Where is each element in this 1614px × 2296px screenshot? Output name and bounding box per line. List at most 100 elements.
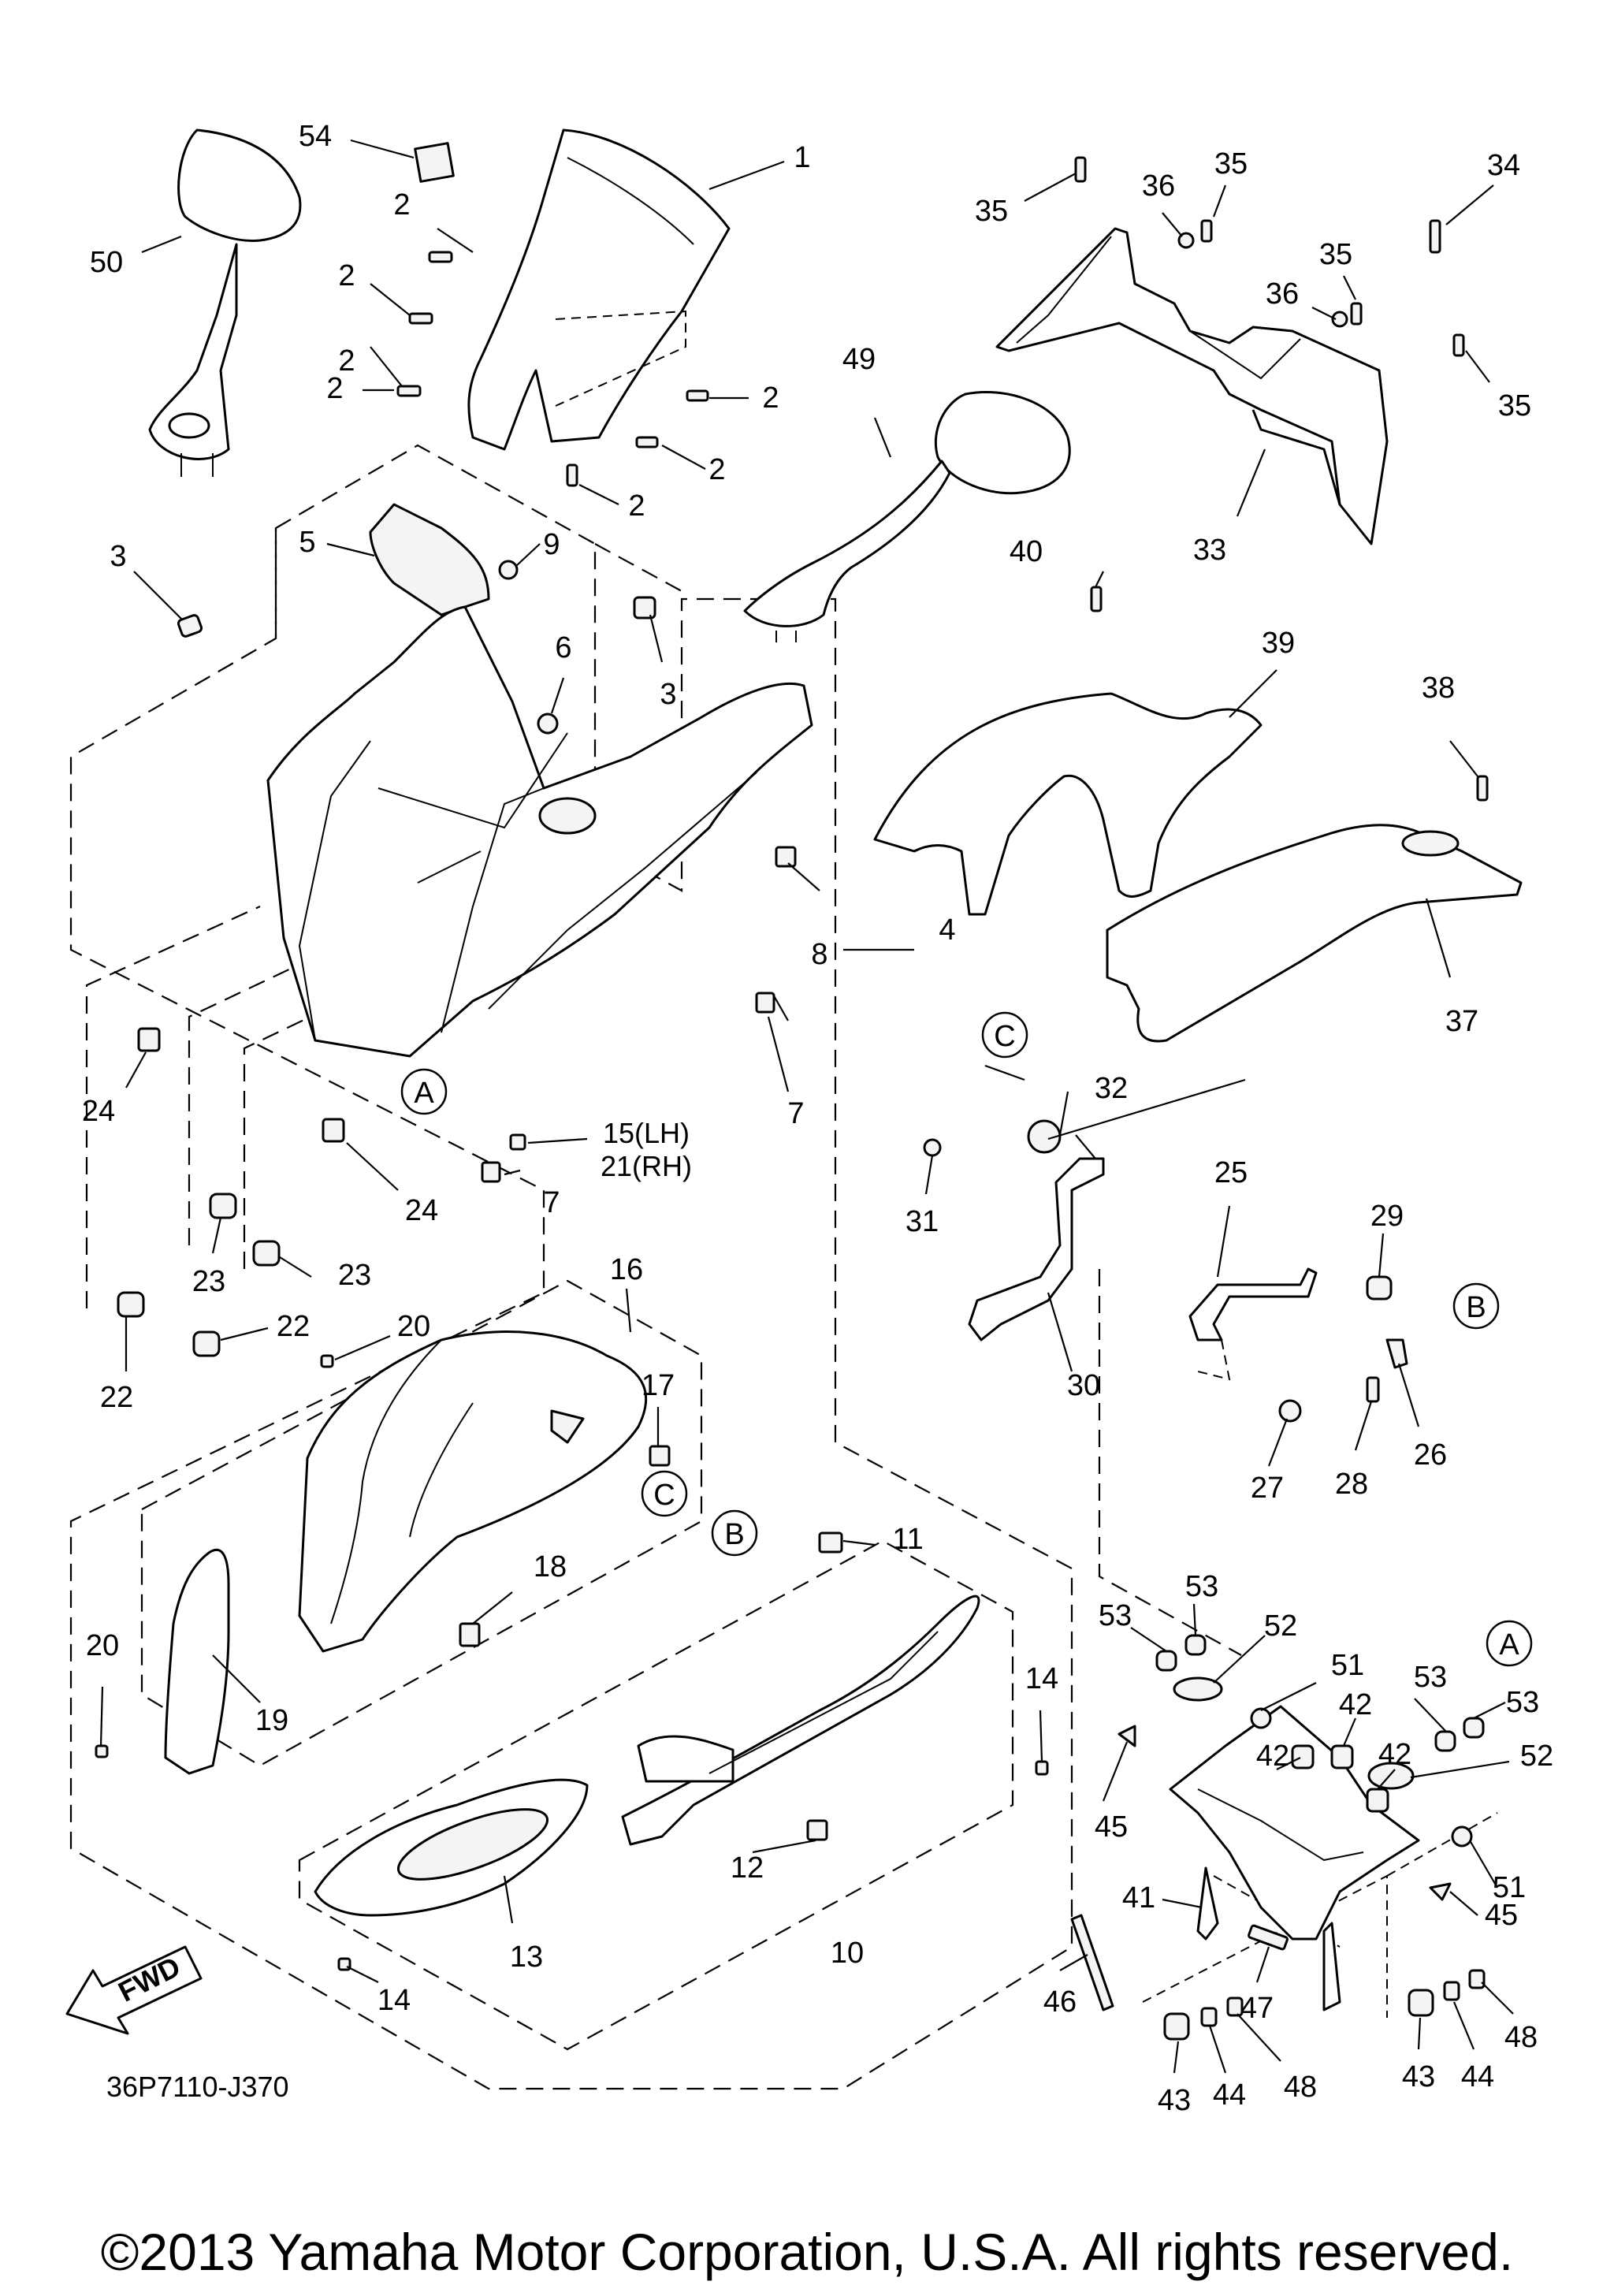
screw-35-c [1350,302,1363,326]
callout-11: 11 [892,1523,923,1556]
nut-8 [775,846,797,868]
callout-8: 8 [811,938,827,971]
nut-11 [818,1531,843,1554]
callout-15-lh: 15(LH) [603,1117,690,1149]
callout-2-a: 2 [393,188,410,221]
screw-40 [1090,586,1103,612]
side-panel-left [298,1330,648,1653]
nut-31 [923,1138,942,1157]
callout-40: 40 [1010,535,1043,568]
front-cowl [266,605,813,1058]
callout-2-f: 2 [628,489,645,523]
callout-43-a: 43 [1158,2084,1191,2117]
screw-35-d [1452,333,1465,357]
screw-2-e [635,436,659,448]
callout-50: 50 [90,246,123,279]
plate-52-a [1173,1676,1223,1702]
callout-44-a: 44 [1213,2078,1246,2112]
damper-22-b [192,1330,221,1357]
callout-42-b: 42 [1256,1740,1289,1773]
callout-1: 1 [794,141,810,174]
callout-53-d: 53 [1506,1686,1539,1719]
callout-54: 54 [299,120,332,153]
callout-45-a: 45 [1095,1810,1128,1844]
screw-34 [1429,219,1441,254]
callout-23-b: 23 [338,1259,371,1292]
clip-45-a [1118,1725,1136,1747]
callout-33: 33 [1193,534,1226,567]
callout-48-a: 48 [1284,2071,1317,2104]
callout-2-g: 2 [338,344,355,378]
inner-cover [369,503,490,616]
tank-cover [873,692,1263,916]
callout-37: 37 [1445,1005,1478,1038]
screw-2-f [566,463,578,487]
fastener-15-21 [509,1133,526,1151]
windscreen [467,128,731,451]
washer-36-a [1177,232,1195,249]
damper-23-b [252,1240,281,1267]
nut-7-b [481,1161,501,1183]
nut-17 [649,1445,671,1467]
callout-23-a: 23 [192,1265,225,1298]
screw-35-b [1200,219,1213,243]
damper-42-c [1366,1788,1389,1813]
callout-14-a: 14 [1025,1662,1058,1695]
plate-52-b [1367,1762,1415,1790]
callout-2-e: 2 [708,453,725,486]
leader-lines [99,139,1514,2074]
side-cover-hole [1401,830,1460,857]
washer-51-b [1451,1825,1473,1848]
callout-6: 6 [555,631,571,664]
ref-letter-b-right: B [1466,1291,1486,1324]
nut-27 [1278,1399,1302,1423]
callout-24-a: 24 [82,1095,115,1128]
reference-markers: A C B C B A [400,1011,1533,1667]
bracket [968,1157,1105,1342]
callout-10: 10 [831,1937,864,1970]
callout-16: 16 [610,1253,643,1286]
callout-13: 13 [510,1941,543,1974]
callout-32: 32 [1095,1072,1128,1105]
callout-53-c: 53 [1414,1661,1447,1694]
damper-53-b [1184,1634,1207,1656]
callout-20-b: 20 [86,1629,119,1662]
collar-3-left [177,614,203,638]
screw-2-c [396,385,422,397]
inner-panel [995,227,1389,545]
callout-42-c: 42 [1378,1738,1411,1771]
damper-22-a [117,1291,145,1318]
screw-20-b [95,1744,109,1758]
damper-43-a [1163,2012,1190,2041]
callout-47: 47 [1240,1992,1274,2025]
grommet-32 [1027,1119,1062,1154]
callout-53-a: 53 [1099,1599,1132,1632]
damper-42-b [1330,1744,1354,1769]
bolt-48-b [1468,1969,1486,1989]
callout-22-a: 22 [100,1381,133,1414]
callout-43-b: 43 [1402,2060,1435,2093]
callout-30: 30 [1067,1369,1100,1402]
screw-2-d [686,389,709,402]
callout-52-a: 52 [1264,1609,1297,1643]
callout-3-left: 3 [110,540,126,573]
lower-cowl [621,1595,980,1846]
callout-45-b: 45 [1485,1899,1518,1932]
callout-5: 5 [299,526,315,559]
callout-4: 4 [939,914,955,947]
damper-42-a [1291,1744,1315,1769]
callout-2-c: 2 [326,372,343,405]
nut-12 [806,1819,828,1841]
callout-25: 25 [1214,1156,1248,1189]
ref-letter-c-lower: C [653,1479,675,1512]
ref-letter-a-right: A [1499,1628,1519,1662]
callout-17: 17 [642,1369,675,1402]
collar-44-a [1200,2007,1218,2027]
callout-14-b: 14 [377,1984,411,2017]
label-sticker [414,142,455,183]
callout-18: 18 [534,1550,567,1583]
bolt-47 [1248,1924,1289,1951]
callout-35-c: 35 [1319,238,1352,271]
callout-9: 9 [543,528,560,561]
callout-51-b: 51 [1493,1871,1526,1904]
